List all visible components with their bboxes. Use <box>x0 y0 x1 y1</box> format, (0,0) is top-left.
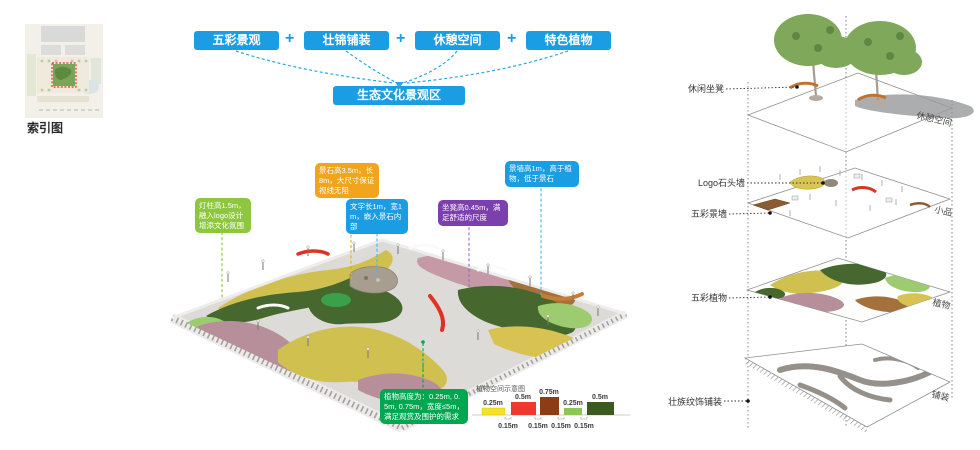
exploded-layers-diagram: 休闲坐凳 Logo石头墙 五彩景墙 五彩植物 壮族纹饰铺装 休憩空间 小品 植物… <box>668 14 974 433</box>
stone <box>824 179 838 187</box>
construction-lines <box>747 16 953 428</box>
callout-inscribed-letters: 文字长1m，宽1m，嵌入景石内部 <box>346 199 408 235</box>
plan-render <box>169 238 628 433</box>
flow-box-brocade-paving: 壮锦铺装 <box>304 31 389 50</box>
plus-sign: + <box>396 30 406 47</box>
gap-label: 0.15m <box>528 423 548 430</box>
feature-walls <box>256 243 584 332</box>
legend-title: 植物空间示意图 <box>476 384 525 393</box>
layer-name-plants: 植物 <box>932 296 952 311</box>
bar-label: 0.75m <box>539 389 559 396</box>
lawn-circle <box>321 293 351 307</box>
layer-plants <box>745 257 952 323</box>
gap-label: 0.15m <box>574 423 594 430</box>
label-colorful-plants: 五彩植物 <box>691 292 727 303</box>
layer-name-features: 小品 <box>934 204 954 218</box>
leisure-bench <box>789 81 887 102</box>
layer-features <box>746 166 952 239</box>
layer-names: 休憩空间 小品 植物 铺装 <box>916 109 954 403</box>
plus-sign: + <box>285 30 295 47</box>
label-logo-stone-wall: Logo石头墙 <box>698 177 745 188</box>
callout-bench-height: 坐凳高0.45m，满足舒适的尺度 <box>438 200 508 226</box>
label-leisure-bench: 休闲坐凳 <box>688 83 724 94</box>
label-colorful-wall: 五彩景墙 <box>691 208 727 219</box>
logo-stone <box>349 266 398 294</box>
gap-label: 0.15m <box>498 423 518 430</box>
layer-paving <box>743 343 951 433</box>
plant-spacing-legend: 植物空间示意图 0.25m 0.5m 0.75m 0.25m 0.5m 0.15… <box>472 384 630 430</box>
layer-pointers: 休闲坐凳 Logo石头墙 五彩景墙 五彩植物 壮族纹饰铺装 <box>668 83 825 407</box>
red-ribbon-wall <box>851 186 877 194</box>
callout-lamp-post: 灯柱高1.5m，融入logo设计增添文化氛围 <box>195 198 251 234</box>
colorful-scenery-wall <box>752 198 791 211</box>
callout-scenery-wall: 景墙高1m，高于植物，低于景石 <box>505 161 579 187</box>
legend-bars <box>481 397 614 416</box>
flow-box-colorful-landscape: 五彩景观 <box>194 31 279 50</box>
bar-label: 0.25m <box>563 400 583 407</box>
sketch-posts <box>779 166 903 216</box>
flow-box-rest-space: 休憩空间 <box>415 31 500 50</box>
index-map-label: 索引图 <box>27 121 64 135</box>
bar-label: 0.5m <box>592 394 608 401</box>
tree-icon <box>774 14 922 106</box>
layer-rest-space <box>746 14 974 153</box>
light-poles <box>226 241 600 370</box>
flow-box-special-plants: 特色植物 <box>526 31 611 50</box>
gap-label: 0.15m <box>551 423 571 430</box>
plus-sign: + <box>507 30 517 47</box>
callout-feature-stone: 景石高3.5m，长8m，大尺寸保证视线无阻 <box>315 163 379 199</box>
tree-shadow <box>855 94 974 119</box>
index-map-highlight-border <box>51 62 77 88</box>
label-zhuang-paving: 壮族纹饰铺装 <box>668 396 722 407</box>
index-map-thumbnail <box>25 24 103 118</box>
planting-beds <box>187 250 592 405</box>
bar-label: 0.5m <box>515 394 531 401</box>
paving-edge-band <box>745 358 867 433</box>
callout-plant-heights: 植物高度为：0.25m, 0.5m, 0.75m，宽度≤5m，满足观赏及围护的需… <box>380 389 468 425</box>
bar-label: 0.25m <box>483 400 503 407</box>
layer-name-paving: 铺装 <box>931 388 951 403</box>
flow-result-box: 生态文化景观区 <box>333 86 465 105</box>
gap-ticks <box>504 417 588 420</box>
